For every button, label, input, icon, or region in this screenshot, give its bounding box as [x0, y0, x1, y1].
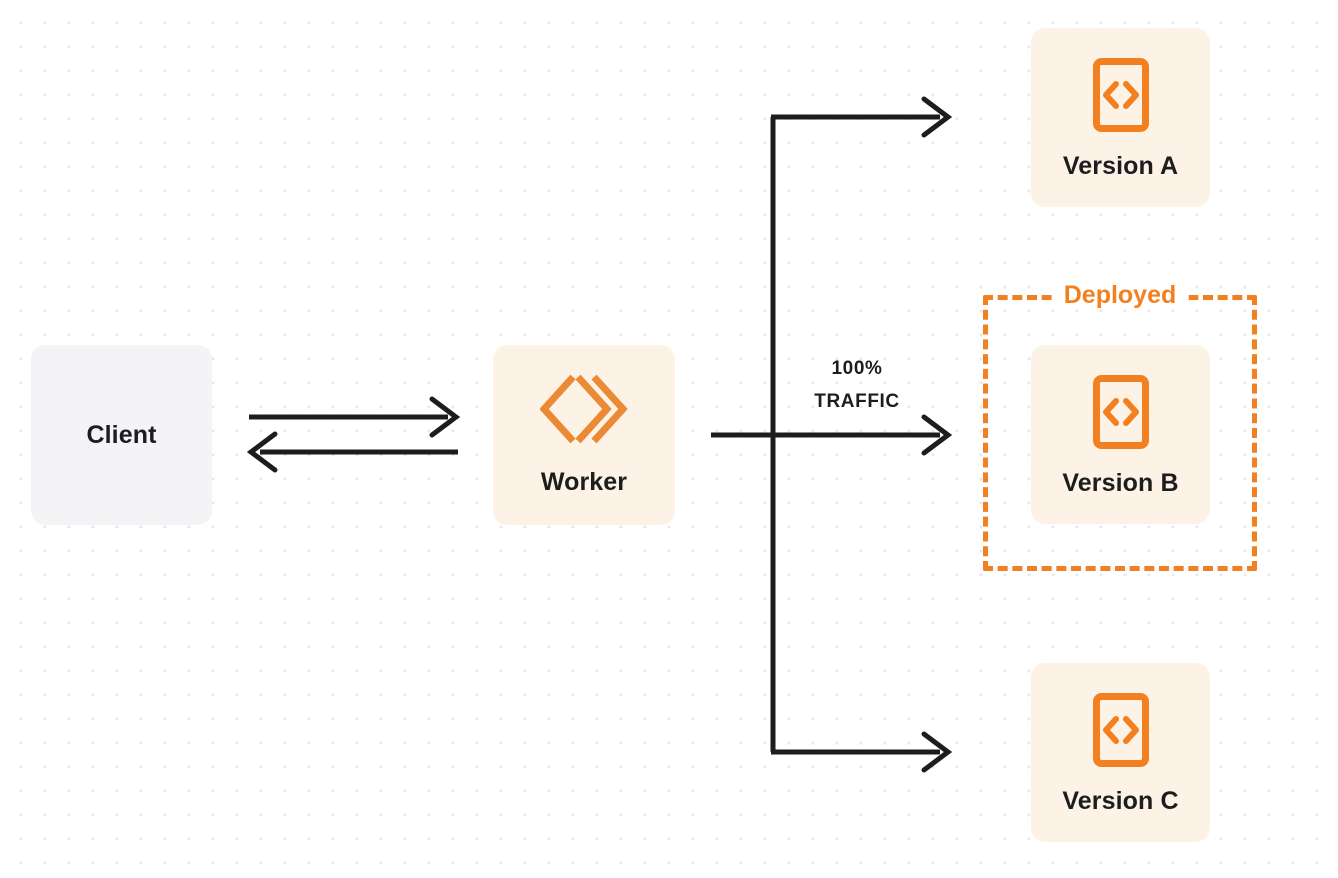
edge-worker-to-version-b: [711, 414, 953, 456]
node-worker[interactable]: Worker: [493, 345, 675, 525]
traffic-percentage-label: 100% TRAFFIC: [786, 352, 928, 418]
traffic-percent-value: 100%: [831, 358, 883, 379]
edge-worker-to-version-c: [771, 731, 953, 773]
code-file-icon: [1092, 375, 1149, 454]
node-version-a[interactable]: Version A: [1031, 28, 1210, 207]
node-client-label: Client: [86, 420, 157, 449]
traffic-word: TRAFFIC: [814, 391, 900, 412]
node-version-a-label: Version A: [1062, 152, 1179, 180]
edge-worker-to-client: [246, 431, 458, 473]
node-client[interactable]: Client: [31, 345, 212, 525]
deployed-group-label: Deployed: [1051, 283, 1189, 308]
node-version-b-label: Version B: [1062, 469, 1179, 497]
node-version-c[interactable]: Version C: [1031, 663, 1210, 842]
node-worker-label: Worker: [540, 468, 628, 496]
edge-client-to-worker: [249, 396, 461, 438]
node-version-b[interactable]: Version B: [1031, 345, 1210, 524]
code-file-icon: [1092, 58, 1149, 137]
cloudflare-workers-logo-icon: [539, 371, 628, 452]
node-version-c-label: Version C: [1062, 787, 1179, 815]
edge-worker-to-version-a: [771, 96, 953, 138]
deployed-group-boundary: Deployed: [983, 283, 1257, 571]
code-file-icon: [1092, 693, 1149, 772]
